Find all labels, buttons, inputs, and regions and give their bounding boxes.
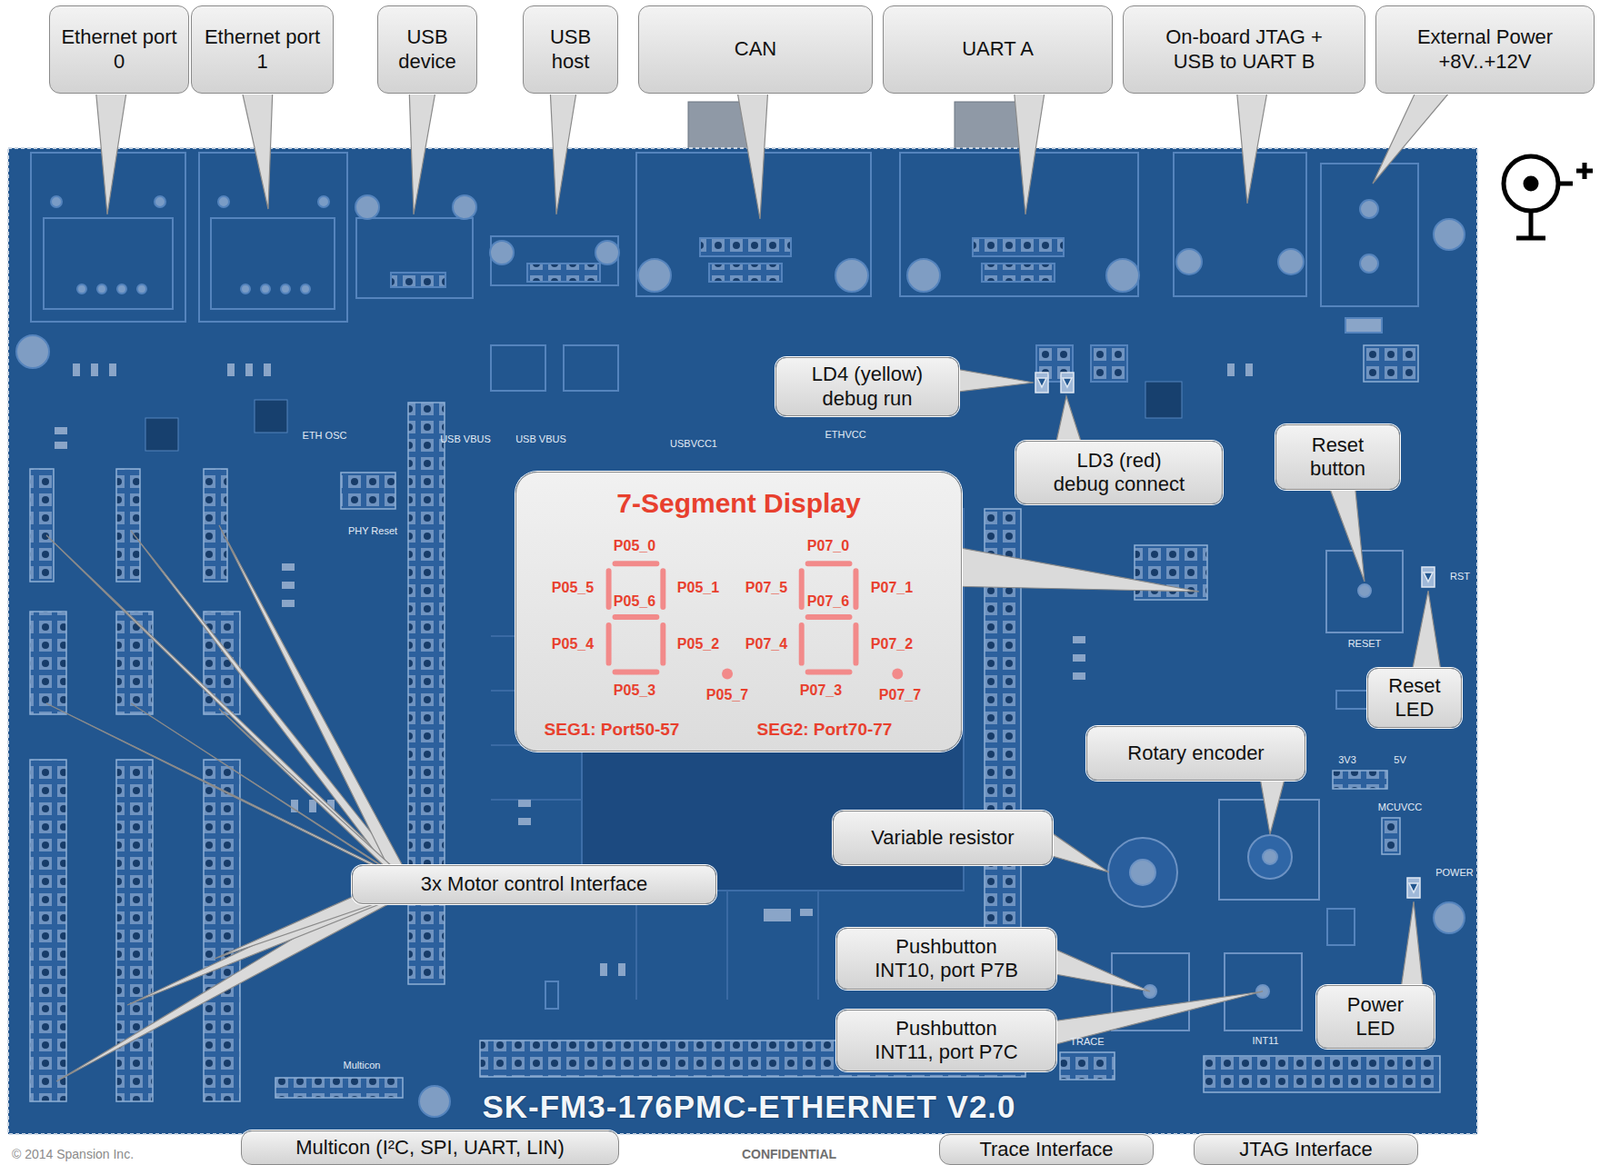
pin-label: P05_6 bbox=[613, 593, 656, 610]
silkscreen-text: PHY Reset bbox=[348, 525, 398, 538]
callout-box: UART A bbox=[882, 5, 1113, 94]
board-name: SK-FM3-176PMC-ETHERNET V2.0 bbox=[481, 1089, 1016, 1126]
callout-box: Variable resistor bbox=[832, 810, 1053, 866]
callout-box: Reset LED bbox=[1367, 668, 1462, 729]
push-button bbox=[1111, 550, 1403, 1031]
dsub-connector bbox=[636, 152, 1140, 297]
callout-box: Ethernet port 0 bbox=[49, 5, 190, 94]
potentiometer bbox=[1108, 838, 1178, 908]
usb-jtag-connector bbox=[1036, 152, 1307, 382]
port-label: SEG1: Port50-57 bbox=[544, 720, 680, 740]
callout-box: On-board JTAG + USB to UART B bbox=[1122, 5, 1366, 94]
silkscreen-text: 3V3 bbox=[1338, 754, 1357, 767]
pin-label: P05_2 bbox=[677, 636, 720, 653]
callout-text: LD4 (yellow) debug run bbox=[808, 362, 927, 411]
callout-box: Rotary encoder bbox=[1086, 726, 1306, 781]
callout-text: Trace Interface bbox=[979, 1138, 1113, 1162]
callout-text: Power LED bbox=[1330, 993, 1420, 1042]
silkscreen-text: POWER bbox=[1435, 867, 1474, 880]
pin-label: P05_5 bbox=[551, 580, 594, 597]
callout-text: LD3 (red) debug connect bbox=[1050, 449, 1188, 498]
callout-text: Pushbutton INT10, port P7B bbox=[871, 935, 1021, 984]
callout-text: JTAG Interface bbox=[1239, 1138, 1372, 1162]
callout-text: External Power +8V..+12V bbox=[1403, 25, 1567, 74]
pin-label: P07_3 bbox=[800, 682, 842, 700]
silkscreen-text: Multicon bbox=[343, 1060, 381, 1072]
callout-box: Power LED bbox=[1316, 985, 1435, 1050]
silkscreen-text: USB VBUS bbox=[440, 433, 491, 446]
pin-label: P05_0 bbox=[613, 538, 656, 555]
callout-box: Trace Interface bbox=[939, 1134, 1154, 1165]
pin-label: P07_1 bbox=[870, 580, 913, 597]
callout-box: Pushbutton INT10, port P7B bbox=[836, 928, 1057, 990]
power-symbol bbox=[1503, 156, 1593, 239]
watermark: CONFIDENTIAL bbox=[741, 1147, 837, 1162]
pin-label: P05_1 bbox=[677, 580, 720, 597]
callout-text: USB host bbox=[532, 25, 609, 74]
callout-text: CAN bbox=[734, 37, 777, 61]
pin-label: P07_6 bbox=[807, 593, 850, 610]
callout-box: JTAG Interface bbox=[1193, 1134, 1419, 1165]
callout-box: LD4 (yellow) debug run bbox=[775, 357, 960, 417]
power-jack bbox=[1320, 163, 1419, 333]
usb-connector bbox=[355, 195, 620, 299]
pin-label: P07_2 bbox=[870, 636, 913, 653]
ethernet-jack bbox=[30, 152, 348, 322]
mounting-hole bbox=[16, 219, 1465, 1118]
callout-text: USB device bbox=[387, 25, 468, 74]
silkscreen-text: 5V bbox=[1393, 754, 1406, 767]
callout-text: Reset LED bbox=[1380, 674, 1449, 723]
callout-text: Variable resistor bbox=[870, 826, 1014, 850]
silkscreen-text: TRACE bbox=[1070, 1036, 1104, 1049]
pin-label: P05_3 bbox=[613, 682, 656, 700]
pin-header bbox=[30, 345, 1440, 1102]
silkscreen-text: MCUVCC bbox=[1378, 801, 1422, 814]
callout-box: Reset button bbox=[1275, 424, 1400, 490]
callout-box: USB host bbox=[522, 5, 619, 94]
callout-box: USB device bbox=[377, 5, 478, 94]
callout-box: Pushbutton INT11, port P7C bbox=[836, 1010, 1057, 1072]
connector-housing bbox=[688, 101, 1021, 153]
led bbox=[1035, 372, 1435, 899]
pin-label: P05_4 bbox=[551, 636, 594, 653]
callout-text: Ethernet port 0 bbox=[59, 25, 180, 74]
silkscreen-text: USBVCC1 bbox=[670, 438, 718, 450]
port-label: SEG2: Port70-77 bbox=[757, 720, 893, 740]
pcb bbox=[8, 148, 1478, 1135]
callout-box: LD3 (red) debug connect bbox=[1015, 440, 1223, 505]
callout-box: Multicon (I²C, SPI, UART, LIN) bbox=[240, 1130, 620, 1165]
silkscreen-text: INT11 bbox=[1251, 1035, 1279, 1048]
pin-label: P05_7 bbox=[706, 687, 749, 704]
silkscreen-text: RST bbox=[1450, 570, 1470, 583]
silkscreen-text: RESET bbox=[1348, 638, 1382, 650]
pin-label: P07_5 bbox=[745, 580, 788, 597]
pin-label: P07_0 bbox=[807, 538, 850, 555]
callout-box: Ethernet port 1 bbox=[190, 5, 334, 94]
callout-text: Reset button bbox=[1290, 433, 1386, 482]
silkscreen-text: ETHVCC bbox=[824, 429, 866, 441]
smd-components bbox=[54, 345, 1370, 1010]
silkscreen-text: USB VBUS bbox=[515, 433, 567, 446]
callout-text: Ethernet port 1 bbox=[200, 25, 324, 74]
callout-box: 3x Motor control Interface bbox=[351, 865, 717, 905]
callout-text: 7-Segment Display bbox=[616, 487, 860, 520]
callout-text: Rotary encoder bbox=[1127, 741, 1264, 766]
callout-text: 3x Motor control Interface bbox=[420, 872, 648, 897]
pin-label: P07_4 bbox=[745, 636, 788, 653]
callout-box: CAN bbox=[638, 5, 873, 94]
callout-pointer bbox=[46, 86, 1455, 1082]
pin-label: P07_7 bbox=[879, 687, 921, 704]
copyright-note: © 2014 Spansion Inc. bbox=[11, 1147, 134, 1162]
callout-text: UART A bbox=[961, 37, 1034, 61]
callout-text: Pushbutton INT11, port P7C bbox=[871, 1017, 1021, 1066]
callout-text: On-board JTAG + USB to UART B bbox=[1161, 25, 1327, 74]
display-callout: 7-Segment Display bbox=[515, 471, 962, 752]
silkscreen-text: ETH OSC bbox=[302, 430, 348, 442]
callout-text: Multicon (I²C, SPI, UART, LIN) bbox=[295, 1136, 564, 1160]
callout-box: External Power +8V..+12V bbox=[1375, 5, 1595, 94]
